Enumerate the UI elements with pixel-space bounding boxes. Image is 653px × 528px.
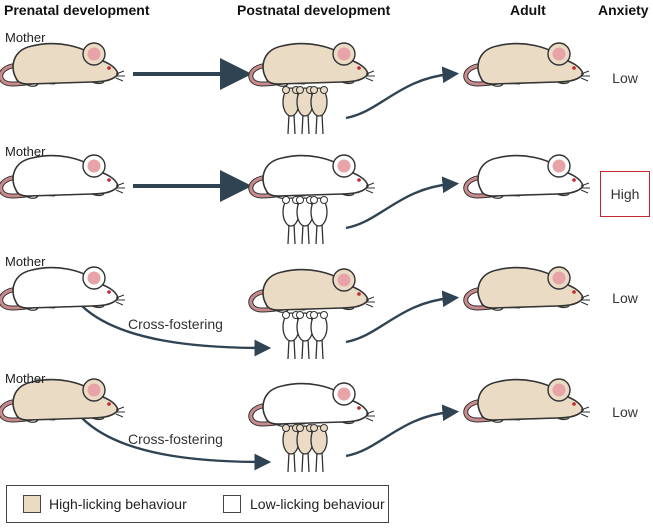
row-4-cross-fostering-arrow (81, 417, 272, 471)
row-3-mother-label: Mother (5, 254, 46, 269)
row-3-anxiety: Low (612, 290, 638, 306)
legend-low-swatch (223, 495, 241, 513)
row-4-anxiety: Low (612, 404, 638, 420)
header-prenatal: Prenatal development (4, 2, 150, 18)
row-2-rearing-mother-mouse (248, 154, 375, 199)
header-anxiety: Anxiety (598, 2, 649, 18)
legend-high-label: High-licking behaviour (49, 496, 187, 512)
row-4-mother-mouse (0, 378, 125, 423)
row-2-mother-label: Mother (5, 144, 46, 159)
row-1-rearing-mother-mouse (248, 42, 375, 87)
row-2-adult-arrow (345, 176, 460, 230)
row-3-cross-fostering-label: Cross-fostering (128, 316, 223, 332)
row-1-adult-arrow (345, 66, 460, 120)
row-3-mother-mouse (0, 266, 125, 311)
row-4-adult-arrow (345, 404, 460, 458)
row-1-mother-label: Mother (5, 30, 46, 45)
row-1-adult-mouse (463, 42, 590, 87)
row-1-anxiety: Low (612, 70, 638, 86)
legend: High-licking behaviour Low-licking behav… (6, 485, 389, 523)
row-4-rearing-mother-mouse (248, 382, 375, 427)
row-4-mother-label: Mother (5, 371, 46, 386)
row-3-pups (282, 311, 328, 360)
row-3-rearing-mother-mouse (248, 268, 375, 313)
row-3-cross-fostering-arrow (81, 305, 272, 357)
row-2-adult-mouse (463, 154, 590, 199)
header-postnatal: Postnatal development (237, 2, 391, 18)
row-3-adult-arrow (345, 290, 460, 344)
legend-high-swatch (23, 495, 41, 513)
row-3-adult-mouse (463, 266, 590, 311)
row-1-mother-mouse (0, 42, 125, 87)
row-4-pups (282, 424, 328, 473)
row-4-adult-mouse (463, 378, 590, 423)
row-1-pups (282, 86, 328, 135)
row-2-mother-mouse (0, 154, 125, 199)
row-2-pups (282, 196, 328, 245)
row-4-cross-fostering-label: Cross-fostering (128, 431, 223, 447)
legend-low-label: Low-licking behaviour (250, 496, 385, 512)
header-adult: Adult (510, 2, 546, 18)
row-2-anxiety: High (600, 171, 650, 217)
